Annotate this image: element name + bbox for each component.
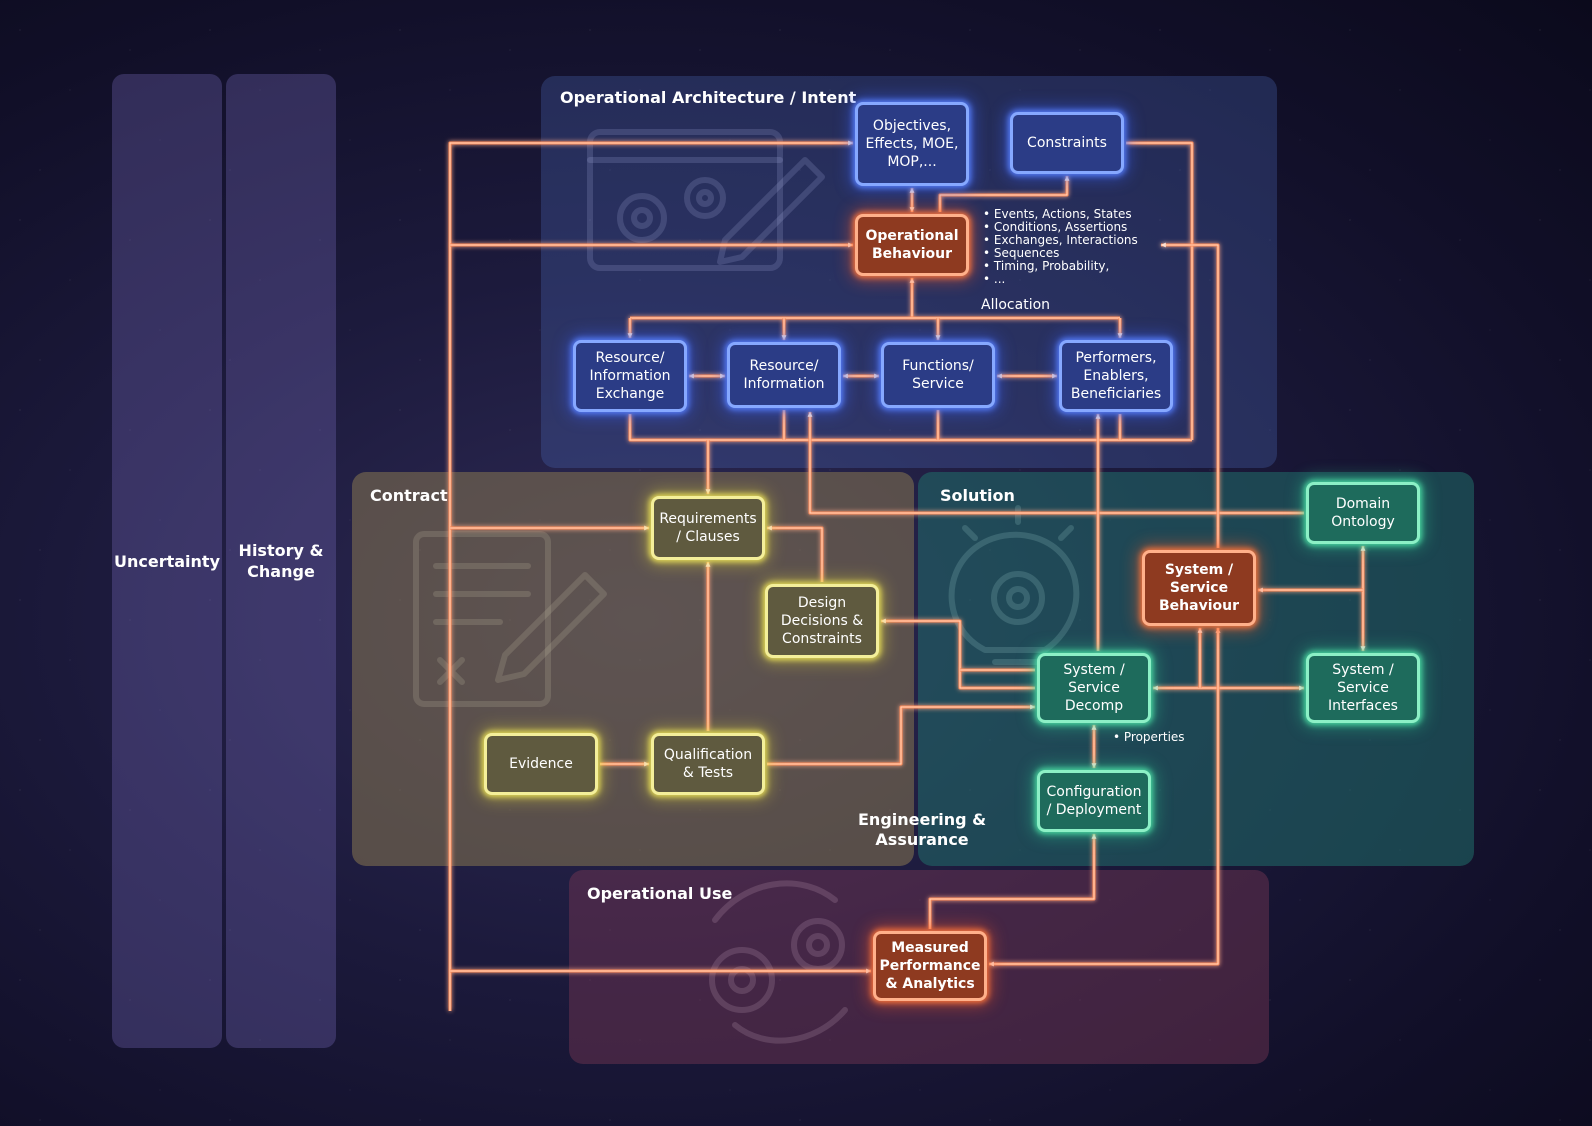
- behaviour-note: • Sequences: [983, 246, 1060, 260]
- connector-core-constraints-right: [1126, 142, 1193, 440]
- requirements-clauses-node[interactable]: Requirements / Clauses: [651, 496, 765, 560]
- constraints-node[interactable]: Constraints: [1010, 112, 1124, 174]
- uncertainty-label: Uncertainty: [113, 551, 220, 571]
- properties-label: • Properties: [1113, 730, 1185, 744]
- connector-loop-to-objectives: [448, 141, 853, 1011]
- connector-decomp-to-design: [881, 619, 1035, 690]
- domain-ontology-node[interactable]: Domain Ontology: [1306, 482, 1420, 544]
- operational-behaviour-node[interactable]: Operational Behaviour: [855, 214, 969, 276]
- history-change-column: History & Change: [226, 74, 336, 1048]
- operational-architecture-title: Operational Architecture / Intent: [560, 88, 857, 107]
- allocation-label: Allocation: [981, 297, 1051, 313]
- behaviour-note: • Exchanges, Interactions: [983, 233, 1138, 247]
- connector-ontology-to-info: [808, 412, 1304, 515]
- measured-performance-node[interactable]: Measured Performance & Analytics: [873, 931, 987, 1001]
- behaviour-note: • Events, Actions, States: [983, 207, 1132, 221]
- operational-cycle-gears-icon: [709, 880, 848, 1044]
- connector-core-decomp-to-design: [880, 618, 1035, 689]
- engineering-assurance-title: Engineering & Assurance: [858, 810, 987, 849]
- connector-core-measured-to-configuration: [929, 833, 1097, 929]
- connector-bottom-bus: [628, 414, 1192, 442]
- functions-service-node[interactable]: Functions/ Service: [881, 342, 995, 408]
- contract-title: Contract: [370, 486, 448, 505]
- objectives-node[interactable]: Objectives, Effects, MOE, MOP,...: [855, 102, 969, 186]
- qualification-tests-node[interactable]: Qualification & Tests: [651, 733, 765, 795]
- configuration-deployment-node[interactable]: Configuration / Deployment: [1037, 770, 1151, 832]
- system-service-interfaces-node[interactable]: System / Service Interfaces: [1306, 653, 1420, 723]
- system-service-behaviour-node[interactable]: System / Service Behaviour: [1142, 550, 1256, 626]
- connector-measured-to-configuration: [928, 834, 1096, 929]
- behaviour-note: • Conditions, Assertions: [983, 220, 1128, 234]
- operational-use-title: Operational Use: [587, 884, 733, 903]
- connector-core-qualification-to-decomp: [767, 704, 1036, 765]
- connector-core-ontology-to-info: [807, 411, 1304, 514]
- design-decisions-node[interactable]: Design Decisions & Constraints: [765, 584, 879, 658]
- window-gears-pencil-icon: [587, 129, 825, 271]
- resource-information-node[interactable]: Resource/ Information: [727, 342, 841, 408]
- behaviour-note: • Timing, Probability,: [983, 259, 1110, 273]
- behaviour-note: • ...: [983, 272, 1006, 286]
- connector-core-loop-to-objectives: [449, 140, 854, 1011]
- lightbulb-gear-icon: [948, 505, 1080, 665]
- connector-core-design-to-requirements: [766, 525, 823, 582]
- behaviour-notes-list: • Events, Actions, States • Conditions, …: [983, 208, 1138, 286]
- contract-region: [352, 472, 914, 866]
- connector-core-behaviour-constraints: [939, 175, 1070, 212]
- evidence-node[interactable]: Evidence: [484, 733, 598, 795]
- solution-title: Solution: [940, 486, 1015, 505]
- system-service-decomp-node[interactable]: System / Service Decomp: [1037, 653, 1151, 723]
- connector-core-sysbehaviour-to-opbehaviour: [1160, 242, 1219, 548]
- resource-information-exchange-node[interactable]: Resource/ Information Exchange: [573, 340, 687, 412]
- connector-core-bottom-bus: [629, 414, 1192, 441]
- connector-core-sysbehaviour-to-measured: [988, 628, 1219, 967]
- history-change-label: History & Change: [238, 541, 324, 581]
- performers-enablers-beneficiaries-node[interactable]: Performers, Enablers, Beneficiaries: [1059, 340, 1173, 412]
- connector-design-to-requirements: [767, 526, 824, 582]
- uncertainty-column: Uncertainty: [112, 74, 222, 1048]
